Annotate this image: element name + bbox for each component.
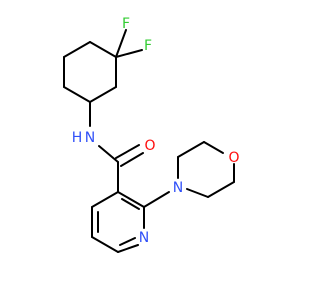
bond-n-amide-c-carbonyl bbox=[98, 145, 119, 163]
bond-c1-c2 bbox=[63, 86, 91, 103]
bond-py-c4-c3 bbox=[91, 191, 119, 208]
atom-n-amide: N bbox=[85, 130, 95, 146]
bond-py-n1-c6 bbox=[117, 244, 139, 253]
atom-n-morpholine: N bbox=[173, 180, 183, 196]
bond-c5-f2 bbox=[115, 49, 143, 58]
bond-py-c2-n-morpholine bbox=[143, 191, 170, 208]
atom-f1: F bbox=[122, 16, 130, 32]
bonds bbox=[63, 29, 235, 253]
bond-py-c6-c5 bbox=[91, 236, 119, 253]
atom-labels: F F N H O N O N bbox=[72, 16, 240, 246]
bond-morph-cd-n bbox=[186, 188, 209, 198]
molecule-structure: F F N H O N O N bbox=[0, 0, 300, 300]
bond-morph-ca-cb bbox=[177, 141, 205, 158]
bond-py-inner-c2-c3 bbox=[121, 198, 140, 210]
background bbox=[0, 0, 300, 300]
bond-py-c3-c2 bbox=[117, 191, 145, 208]
bond-c3-c4 bbox=[63, 41, 91, 58]
bond-morph-cc-cd bbox=[207, 181, 235, 198]
bond-c4-c5 bbox=[89, 41, 117, 58]
bond-c6-c1 bbox=[89, 86, 117, 103]
atom-f2: F bbox=[144, 38, 152, 54]
atom-n-pyridine: N bbox=[139, 230, 149, 246]
bond-c5-f1 bbox=[115, 29, 127, 58]
atom-o-carbonyl: O bbox=[144, 138, 155, 154]
bond-morph-cb-o bbox=[203, 141, 224, 154]
bond-carbonyl-double-2 bbox=[120, 152, 144, 167]
bond-py-inner-c6-n1 bbox=[119, 237, 136, 246]
atom-n-amide-h: H bbox=[72, 130, 83, 146]
bond-carbonyl-double-1 bbox=[115, 144, 140, 159]
atom-o-morpholine: O bbox=[228, 150, 239, 166]
